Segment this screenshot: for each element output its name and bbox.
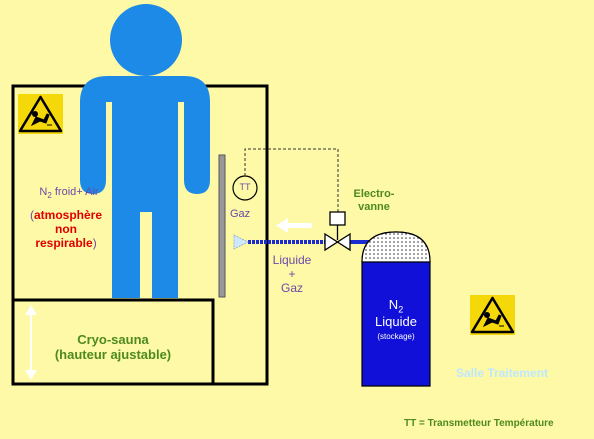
- warning-triangle-icon: [470, 295, 515, 335]
- warning-triangle-icon: [18, 94, 63, 134]
- n2-air-label: N2 froid+ Air: [39, 186, 99, 201]
- cryo-platform: [11, 298, 215, 386]
- atmosphere-label: (atmosphère non respirable): [29, 208, 103, 250]
- sensor-bar: [218, 154, 226, 298]
- spray-icon: [233, 234, 249, 250]
- valve-actuator: [329, 211, 346, 226]
- liquide-gaz-label: Liquide + Gaz: [272, 253, 312, 295]
- arrow-icon: [276, 218, 312, 233]
- valve-icon: [324, 232, 351, 252]
- tt-label: TT: [239, 182, 251, 192]
- tank-label: N2 Liquide (stockage): [375, 297, 417, 341]
- n2-tank: [361, 231, 431, 387]
- control-line: [244, 148, 339, 212]
- legend-label: TT = Transmetteur Température: [404, 418, 554, 429]
- cryo-sauna-label: Cryo-sauna (hauteur ajustable): [54, 332, 172, 362]
- electrovanne-label: Electro- vanne: [353, 188, 395, 213]
- height-adjust-arrow: [25, 305, 37, 380]
- person-silhouette-icon: [80, 4, 210, 298]
- gaz-sensor-label: Gaz: [230, 208, 251, 220]
- salle-traitement-label: Salle Traitement: [456, 366, 549, 380]
